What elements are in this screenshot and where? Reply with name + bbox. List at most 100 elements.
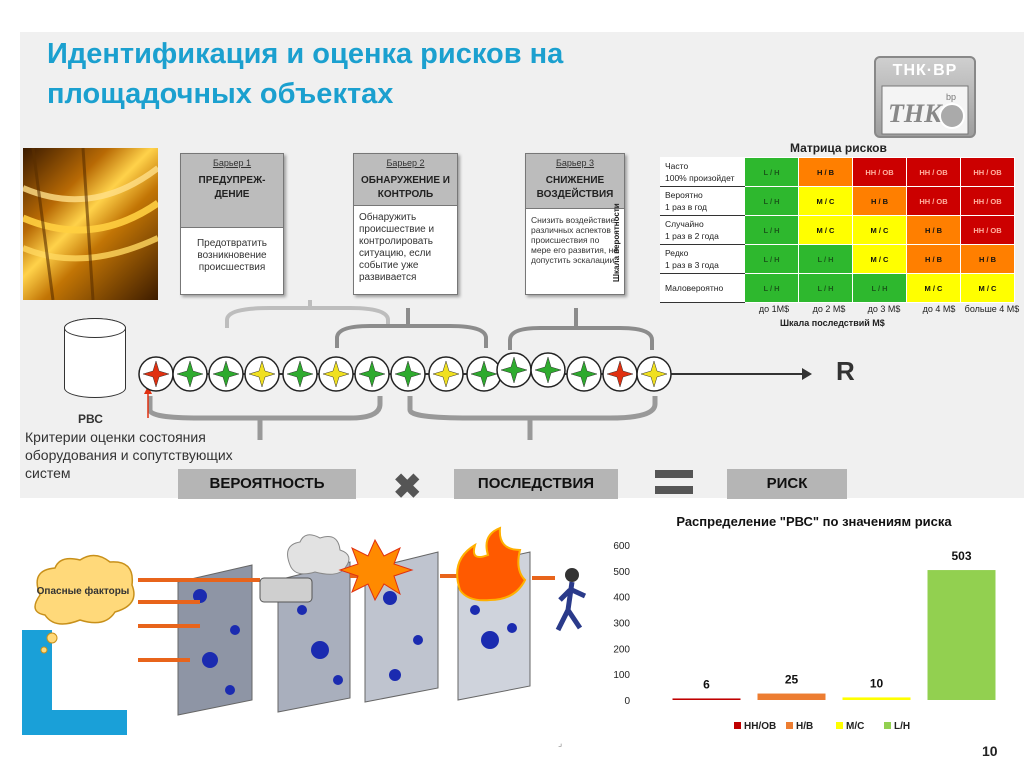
hazards-cloud (34, 554, 135, 625)
tank-top-icon (64, 318, 126, 338)
chart-y-tick: 200 (613, 644, 630, 655)
chart-data-label: 10 (870, 676, 884, 690)
logo-brand-text: ТНК·BP (892, 62, 958, 79)
matrix-cell: М / С (960, 273, 1015, 303)
matrix-row-label-2: 100% произойдет (665, 173, 735, 183)
chain-star-icon (286, 360, 314, 388)
plate-holes (193, 589, 517, 695)
lower-brace-right (407, 396, 658, 440)
matrix-x-tick: до 1М$ (758, 304, 790, 314)
barrier-3-name: СНИЖЕНИЕ ВОЗДЕЙСТВИЯ (536, 175, 614, 200)
chart-canvas: Распределение "РВС" по значениям риска 0… (613, 514, 996, 732)
matrix-cell: М / С (852, 215, 907, 245)
chart-y-tick: 100 (613, 670, 630, 681)
matrix-cell: L / H (744, 215, 799, 245)
barrier-2-number: Барьер 2 (386, 158, 425, 168)
matrix-row-label-1: Редко (665, 248, 689, 258)
lower-brace-left (147, 396, 383, 440)
matrix-x-tick: до 3 М$ (867, 304, 901, 314)
cloud-dot (46, 632, 58, 644)
tank-label: РВС (78, 412, 103, 426)
chart-legend-label: НН/ОВ (744, 721, 776, 732)
company-logo: ТНК·BP ТНК bp (874, 56, 976, 138)
consequences-box: ПОСЛЕДСТВИЯ (454, 469, 618, 499)
chart-legend-swatch (734, 722, 741, 729)
barrier-2-name: ОБНАРУЖЕНИЕ И КОНТРОЛЬ (361, 175, 450, 200)
chain-star-icon (606, 360, 634, 388)
assessment-chain-diagram (138, 300, 812, 440)
multiply-icon: ✖ (393, 468, 422, 506)
matrix-cell: НН / ОВ (960, 215, 1015, 245)
chart-title: Распределение "РВС" по значениям риска (676, 514, 952, 529)
chart-legend-label: М/С (846, 721, 864, 732)
barrier-2-card: Барьер 2 ОБНАРУЖЕНИЕ И КОНТРОЛЬ Обнаружи… (353, 153, 458, 295)
cloud-dot (40, 646, 48, 654)
chart-legend-swatch (884, 722, 891, 729)
barrier-2-text: Обнаружить происшествие и контролировать… (359, 212, 435, 283)
barrier-1-name: ПРЕДУПРЕЖ-ДЕНИЕ (198, 175, 266, 200)
smoke-cloud-icon (287, 534, 350, 575)
matrix-row-label-2: 1 раз в 3 года (665, 260, 719, 270)
chain-star-icon (500, 356, 528, 384)
matrix-cell: L / H (744, 244, 799, 274)
barrier-2-header: Барьер 2 ОБНАРУЖЕНИЕ И КОНТРОЛЬ (354, 154, 457, 206)
chart-bar (927, 570, 996, 700)
matrix-cell: Н / В (906, 215, 961, 245)
chart-bar (672, 698, 741, 700)
barrier-3-number: Барьер 3 (555, 158, 595, 168)
hazards-label: Опасные факторы (37, 585, 130, 597)
chain-star-icon (322, 360, 350, 388)
barrier-plate-1 (177, 564, 253, 716)
matrix-x-tick: до 4 М$ (922, 304, 956, 314)
explosion-icon (338, 538, 414, 602)
matrix-cell: М / С (798, 215, 853, 245)
criteria-text: Критерии оценки состояния оборудования и… (25, 429, 233, 481)
matrix-row-label: Редко 1 раз в 3 года (660, 244, 745, 274)
barrier-2-brace (335, 308, 488, 348)
pipes-image (23, 148, 158, 300)
matrix-cell: Н / В (798, 157, 853, 187)
matrix-row-label-2: 1 раз в год (665, 202, 707, 212)
barrier-1-header: Барьер 1 ПРЕДУПРЕЖ-ДЕНИЕ (181, 154, 283, 228)
barrier-1-card: Барьер 1 ПРЕДУПРЕЖ-ДЕНИЕ Предотвратить в… (180, 153, 284, 295)
matrix-row-label-1: Маловероятно (665, 283, 724, 293)
matrix-cell: НН / ОВ (852, 157, 907, 187)
chart-y-tick: 600 (613, 541, 630, 552)
barrier-1-text: Предотвратить возникновение происшествия (196, 238, 268, 273)
matrix-cell: L / H (852, 273, 907, 303)
chain-star-icon (470, 360, 498, 388)
barrier-scene-illustration: Опасные факторы (22, 526, 587, 735)
probability-box: ВЕРОЯТНОСТЬ (178, 469, 356, 499)
risk-result-label: R (836, 356, 855, 386)
red-indicator-arrowhead (144, 386, 152, 394)
chain-star-icon (142, 360, 170, 388)
risk-matrix-title: Матрица рисков (790, 141, 887, 155)
chart-bar (757, 693, 826, 700)
matrix-cell: НН / ОВ (960, 157, 1015, 187)
matrix-cell: М / С (906, 273, 961, 303)
barrier-3-text: Снизить воздействие различных аспектов п… (531, 215, 619, 265)
chart-bar (842, 697, 911, 700)
person-body-icon (555, 581, 587, 632)
chain-star-icon (570, 360, 598, 388)
matrix-cell: Н / В (906, 244, 961, 274)
matrix-row-label: Маловероятно (660, 273, 745, 303)
chart-y-tick: 300 (613, 619, 630, 630)
svg-text:ТНК: ТНК (888, 99, 943, 128)
svg-text:bp: bp (946, 92, 956, 102)
slide-title: Идентификация и оценка рисков на площадо… (47, 38, 564, 110)
matrix-cell: Н / В (960, 244, 1015, 274)
pipeline-photo (23, 148, 158, 300)
chain-star-icon (358, 360, 386, 388)
matrix-cell: М / С (852, 244, 907, 274)
chain-star-icon (248, 360, 276, 388)
hazard-arrows (138, 574, 555, 662)
matrix-cell: L / H (744, 186, 799, 216)
chart-legend-swatch (786, 722, 793, 729)
